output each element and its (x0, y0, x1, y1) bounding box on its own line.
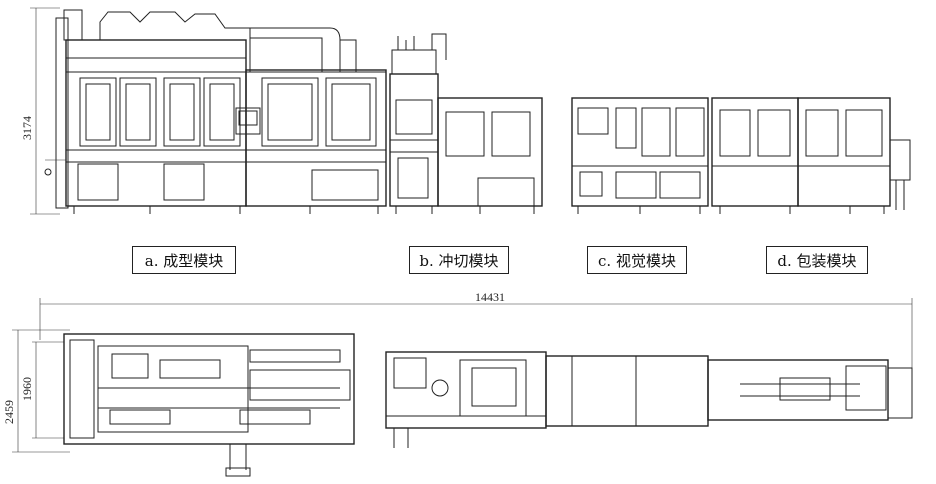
plan-view: 14431 2459 1960 (2, 290, 913, 477)
forming-module-elevation (44, 9, 387, 214)
length-dimension-label: 14431 (475, 290, 505, 304)
packaging-module-plan (707, 359, 913, 421)
forming-module-plan (63, 333, 355, 477)
cutting-module-plan (385, 351, 547, 448)
inner-width-label: 1960 (20, 377, 34, 401)
vision-module-elevation (571, 97, 709, 214)
vision-module-plan (545, 355, 709, 427)
length-dimension: 14431 (39, 290, 913, 380)
module-label-vision: c. 视觉模块 (587, 246, 687, 274)
packaging-module-elevation (711, 97, 911, 214)
cutting-module-elevation (389, 33, 543, 214)
height-dimension: 3174 (20, 7, 60, 215)
module-label-cutting: b. 冲切模块 (409, 246, 509, 274)
outer-width-label: 2459 (2, 400, 16, 424)
height-dimension-label: 3174 (20, 116, 34, 140)
module-label-forming: a. 成型模块 (132, 246, 236, 274)
width-dimensions: 2459 1960 (2, 329, 70, 453)
module-label-packaging: d. 包装模块 (766, 246, 868, 274)
front-elevation-view: 3174 (20, 7, 911, 215)
